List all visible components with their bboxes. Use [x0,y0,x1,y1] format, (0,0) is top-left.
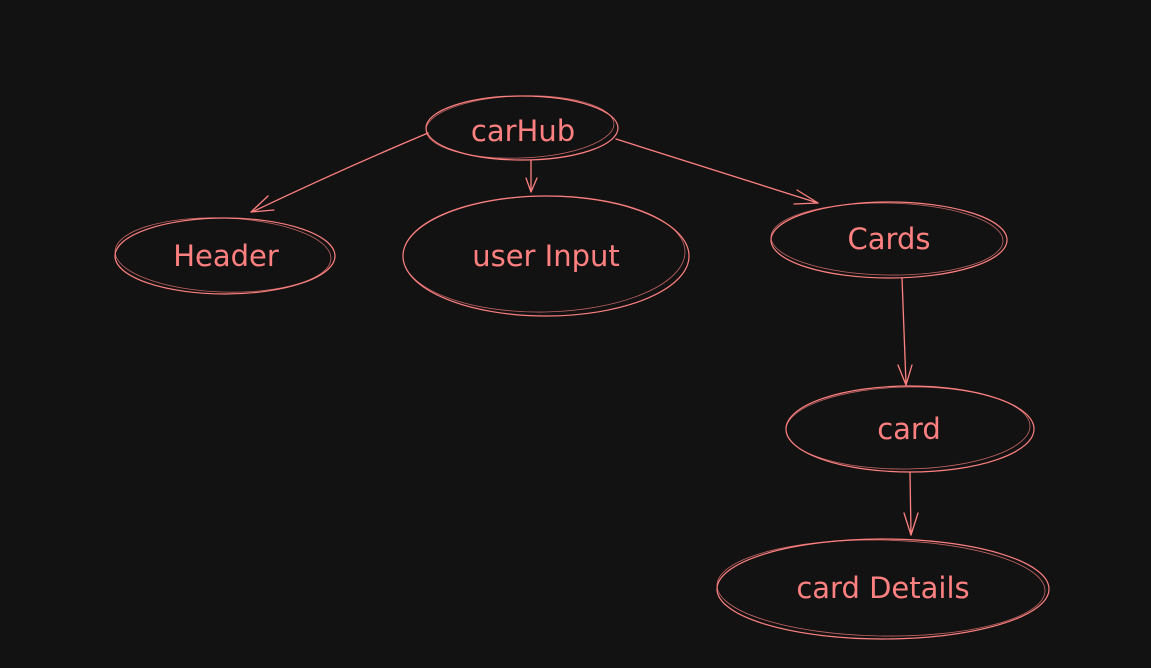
node-card[interactable]: card [785,385,1035,473]
node-card-sketch-stroke [785,386,1031,470]
edge-card-card-details-arrowhead [903,512,919,536]
node-cards-sketch-stroke [770,202,1004,276]
node-card-details-sketch-stroke [716,539,1046,637]
node-header[interactable]: Header [114,214,336,295]
edge-cards-card-arrowhead [897,364,913,386]
node-header-label: Header [173,239,279,273]
node-carhub[interactable]: carHub [425,93,619,162]
node-header-sketch-stroke [114,217,332,293]
node-card-details-shape [716,538,1050,640]
edge-carhub-header-arrowhead [250,195,275,213]
node-user-input-sketch-stroke [402,195,686,313]
edge-card-card-details [909,471,912,536]
node-carhub-sketch-stroke [425,95,615,159]
node-card-label: card [877,412,941,446]
node-cards[interactable]: Cards [770,201,1008,279]
edge-carhub-cards [615,138,819,204]
node-user-input-label: user Input [472,239,620,273]
edge-carhub-user-input-arrowhead [525,177,538,193]
node-card-details[interactable]: card Details [716,537,1050,640]
edge-cards-card [901,277,907,385]
node-card-details-label: card Details [796,571,969,605]
edge-carhub-cards-arrowhead [793,189,819,205]
node-carhub-label: carHub [471,114,575,148]
node-user-input[interactable]: user Input [402,194,690,317]
edge-carhub-header [251,132,429,213]
edge-group [250,132,919,536]
node-cards-label: Cards [848,222,931,256]
